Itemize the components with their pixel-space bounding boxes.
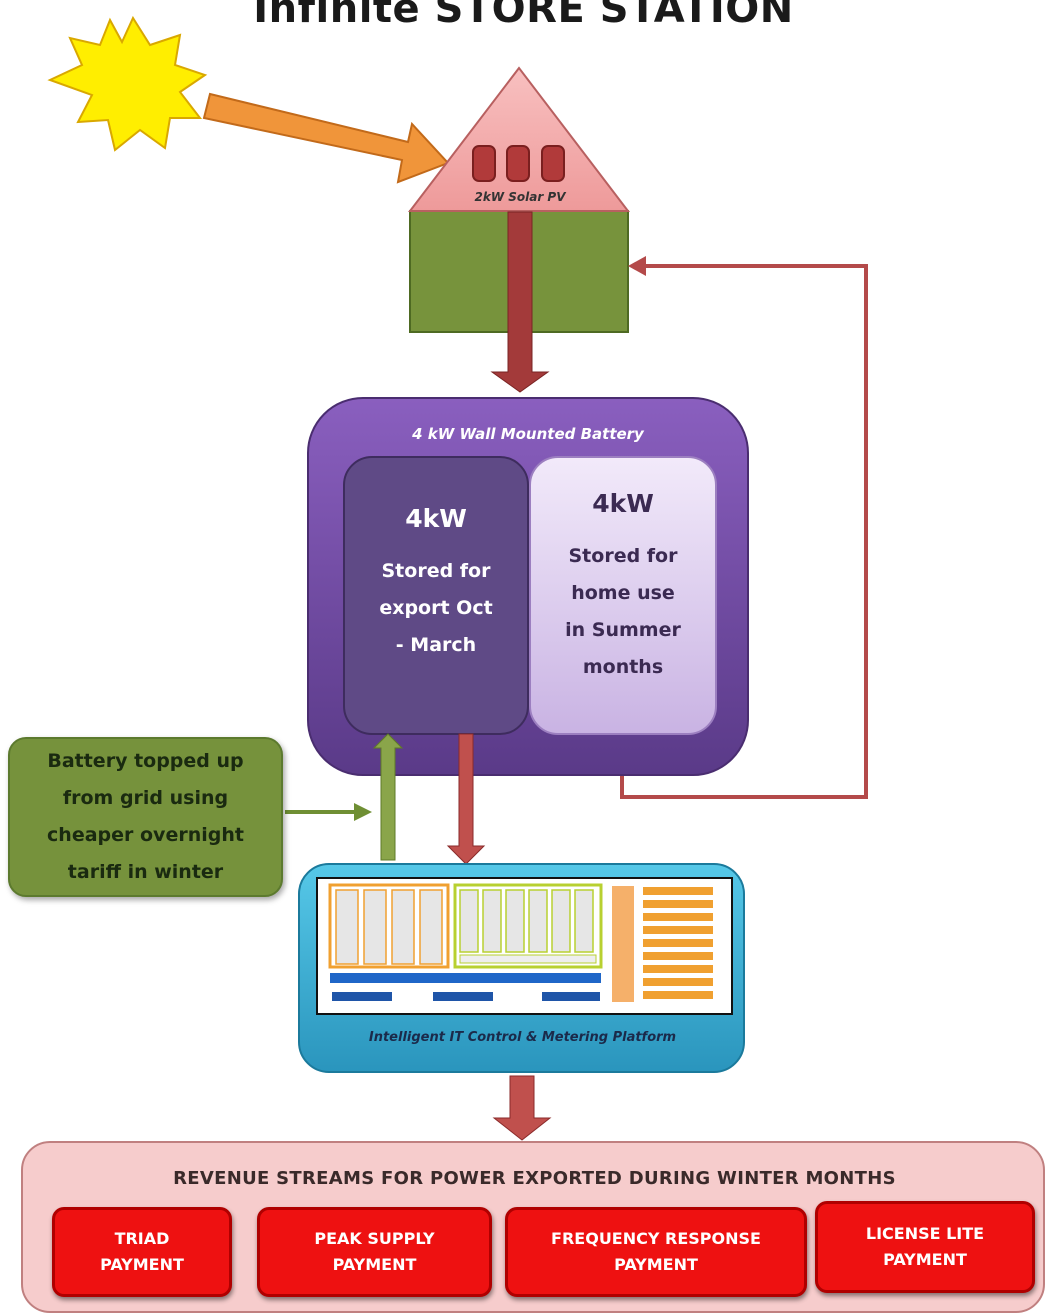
house-roof: [407, 66, 631, 212]
dashboard-module: [482, 889, 502, 953]
frequency-response-payment-button[interactable]: FREQUENCY RESPONSE PAYMENT: [505, 1207, 807, 1297]
dashboard-list-item: [643, 991, 713, 999]
flow-arrow-platform-to-revenue: [492, 1075, 552, 1141]
grid-topup-line: cheaper overnight: [47, 824, 244, 846]
payment-line: PAYMENT: [883, 1250, 967, 1269]
grid-topup-note: Battery topped up from grid using cheape…: [8, 737, 283, 897]
battery-export-line: Stored for: [381, 560, 491, 582]
solar-panel-icon: [506, 145, 530, 182]
dashboard-list-item: [643, 913, 713, 921]
battery-home-line: in Summer: [565, 619, 681, 641]
dashboard-bar: [542, 992, 600, 1001]
dashboard-module: [335, 889, 359, 965]
dashboard-bar: [433, 992, 493, 1001]
battery-title: 4 kW Wall Mounted Battery: [412, 425, 644, 443]
dashboard-module: [363, 889, 387, 965]
return-line-to-house: [620, 264, 868, 799]
payment-line: TRIAD: [114, 1229, 170, 1248]
platform-caption: Intelligent IT Control & Metering Platfo…: [368, 1030, 677, 1045]
grid-topup-text: Battery topped up from grid using cheape…: [47, 743, 244, 891]
payment-line: PAYMENT: [332, 1255, 417, 1274]
sunlight-arrow: [202, 92, 450, 184]
grid-topup-line: tariff in winter: [67, 861, 224, 883]
return-arrowhead: [628, 256, 646, 276]
dashboard-list-item: [643, 900, 713, 908]
dashboard-list-item: [643, 939, 713, 947]
dashboard-side-panel: [612, 886, 634, 1002]
sun-icon: [47, 15, 208, 152]
dashboard-list-item: [643, 887, 713, 895]
dashboard-module: [574, 889, 594, 953]
dashboard-module: [391, 889, 415, 965]
flow-arrow-battery-to-platform: [446, 733, 486, 865]
dashboard-module: [551, 889, 571, 953]
license-lite-payment-button[interactable]: LICENSE LITE PAYMENT: [815, 1201, 1035, 1293]
peak-supply-payment-button[interactable]: PEAK SUPPLY PAYMENT: [257, 1207, 492, 1297]
battery-export-line: export Oct: [379, 597, 493, 619]
battery-home-text: 4kW Stored for home use in Summer months: [530, 485, 716, 686]
grid-note-arrowhead: [354, 803, 372, 821]
solar-panel-icon: [472, 145, 496, 182]
payment-line: PEAK SUPPLY: [314, 1229, 435, 1248]
revenue-title: REVENUE STREAMS FOR POWER EXPORTED DURIN…: [173, 1168, 896, 1189]
dashboard-list-item: [643, 926, 713, 934]
dashboard-module: [528, 889, 548, 953]
grid-topup-line: from grid using: [62, 787, 229, 809]
battery-cell-home: [529, 456, 717, 735]
dashboard-module-group: [328, 883, 450, 969]
dashboard-bar: [330, 973, 601, 983]
battery-export-line: - March: [395, 634, 477, 656]
solar-pv-label: 2kW Solar PV: [474, 190, 566, 204]
payment-line: LICENSE LITE: [865, 1224, 985, 1243]
dashboard-list-item: [643, 952, 713, 960]
flow-arrow-grid-to-battery: [372, 733, 404, 861]
dashboard-module: [419, 889, 443, 965]
dashboard-module-group: [453, 883, 603, 969]
grid-topup-line: Battery topped up: [47, 750, 244, 772]
dashboard-module: [459, 889, 479, 953]
solar-panel-icon: [541, 145, 565, 182]
dashboard-list-item: [643, 965, 713, 973]
battery-cell-export: [343, 456, 529, 735]
battery-home-line: home use: [571, 582, 675, 604]
flow-arrow-house-to-battery: [490, 211, 550, 393]
dashboard-bar: [332, 992, 392, 1001]
payment-line: PAYMENT: [100, 1255, 184, 1274]
payment-line: FREQUENCY RESPONSE: [551, 1229, 761, 1248]
battery-export-text: 4kW Stored for export Oct - March: [344, 500, 528, 664]
battery-export-amount: 4kW: [405, 504, 467, 533]
battery-home-line: months: [582, 656, 664, 678]
battery-home-line: Stored for: [568, 545, 678, 567]
page-title: Infinite STORE STATION: [253, 0, 794, 32]
payment-line: PAYMENT: [614, 1255, 698, 1274]
battery-home-amount: 4kW: [592, 489, 654, 518]
dashboard-list-item: [643, 978, 713, 986]
dashboard-module: [505, 889, 525, 953]
dashboard-module: [459, 954, 597, 964]
triad-payment-button[interactable]: TRIAD PAYMENT: [52, 1207, 232, 1297]
